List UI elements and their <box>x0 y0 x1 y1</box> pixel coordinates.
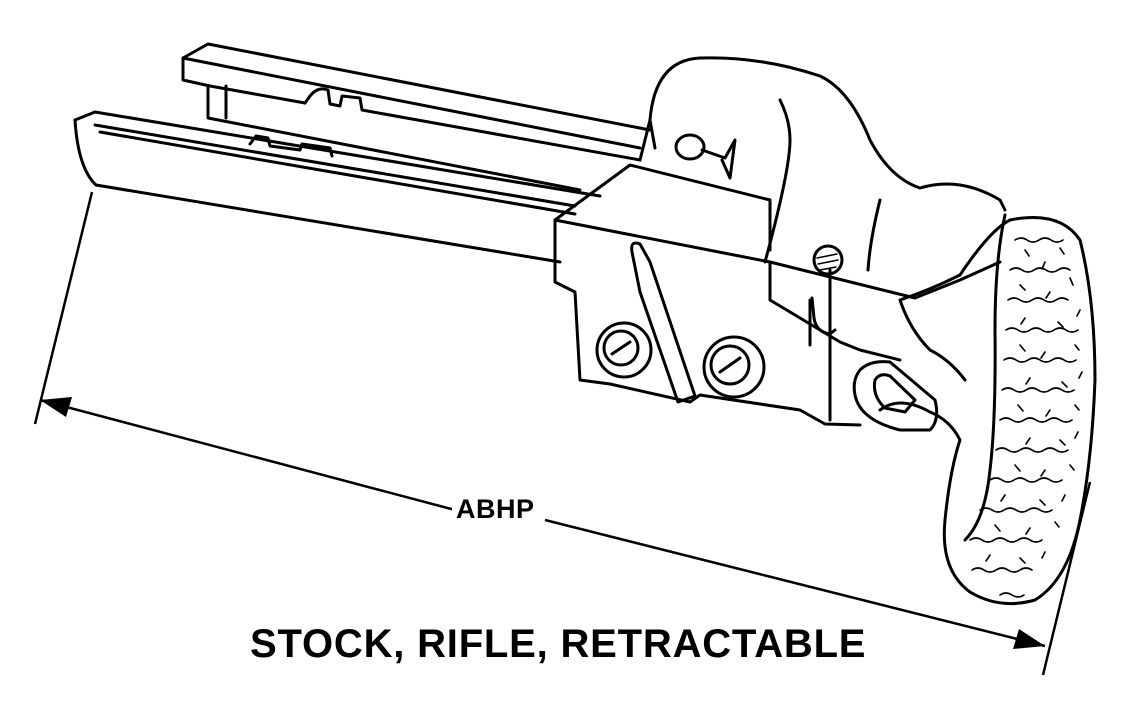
screw-right <box>702 335 766 399</box>
lower-rail <box>73 110 602 264</box>
dimension-line <box>33 191 1092 676</box>
release-lever <box>630 241 837 404</box>
dimension-label: ABHP <box>452 494 539 525</box>
screw-left <box>595 321 653 379</box>
top-pin <box>674 133 844 276</box>
upper-rail <box>181 42 652 192</box>
figure-caption: STOCK, RIFLE, RETRACTABLE <box>250 622 867 666</box>
stock-housing <box>553 56 1007 427</box>
dimension-arrowheads <box>40 397 1045 649</box>
pad-texture <box>969 237 1083 598</box>
